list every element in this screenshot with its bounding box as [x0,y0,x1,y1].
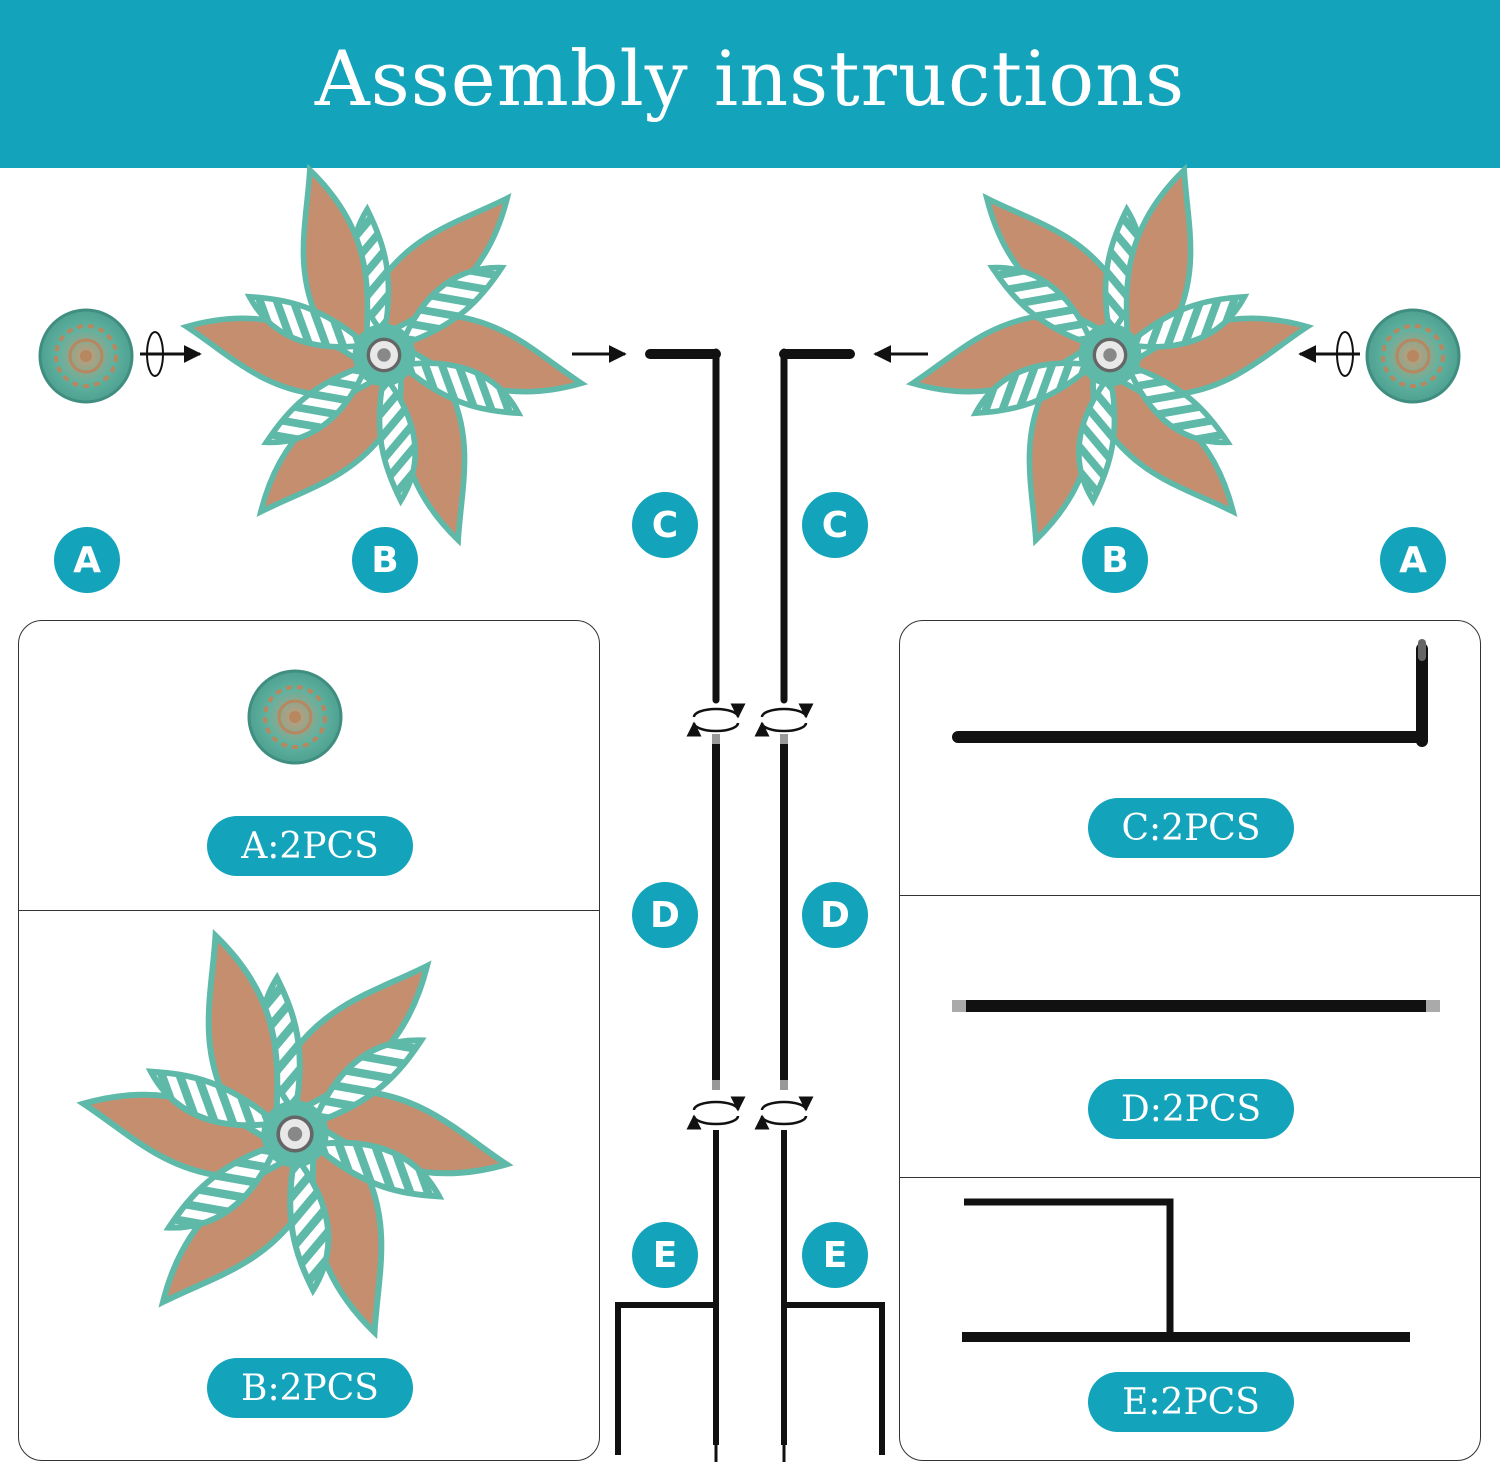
rotate-arrows-icon [762,1102,806,1124]
decorative-cap-icon [1365,308,1461,404]
part-label-e: E:2PCS [1088,1372,1294,1432]
parts-panel-right: C:2PCS D:2PCS E:2PCS [899,620,1481,1461]
parts-panel-left: A:2PCS B:2PCS [18,620,600,1461]
rod-d-right [780,734,788,1090]
badge-c-left: C [632,492,698,558]
parts-panel-left-art [19,669,600,1461]
rotate-arrows-icon [694,709,738,731]
badge-d-left: D [632,882,698,948]
panel-divider [900,1177,1480,1178]
part-label-b: B:2PCS [207,1358,413,1418]
badge-e-right: E [802,1222,868,1288]
badge-b-left: B [352,527,418,593]
decorative-cap-icon [38,308,134,404]
decorative-cap-icon [247,669,343,765]
panel-divider [900,895,1480,896]
badge-e-left: E [632,1222,698,1288]
part-label-c: C:2PCS [1088,798,1294,858]
rotate-arrows-icon [694,1102,738,1124]
stake-e-right [781,1130,885,1462]
badge-a-left: A [54,527,120,593]
badge-b-right: B [1082,527,1148,593]
pinwheel-icon [913,170,1308,540]
rod-d-left [712,734,720,1090]
rod-d-part [952,1000,1440,1012]
rotate-arrows-icon [762,709,806,731]
part-label-d: D:2PCS [1088,1079,1294,1139]
badge-d-right: D [802,882,868,948]
page-title: Assembly instructions [314,34,1186,123]
rotate-arrows-icon [140,331,202,377]
part-label-a: A:2PCS [207,816,413,876]
pinwheel-icon [187,170,582,540]
rod-c-part [952,639,1428,747]
pinwheel-icon [84,936,507,1333]
parts-panel-right-art [952,639,1440,1342]
header-banner: Assembly instructions [0,0,1500,168]
rod-c-right [779,348,855,704]
badge-a-right: A [1380,527,1446,593]
rotate-arrows-icon [1298,331,1360,377]
rod-c-left [645,348,721,704]
badge-c-right: C [802,492,868,558]
stake-e-left [615,1130,719,1462]
panel-divider [19,910,599,911]
stake-e-part [962,1198,1410,1342]
